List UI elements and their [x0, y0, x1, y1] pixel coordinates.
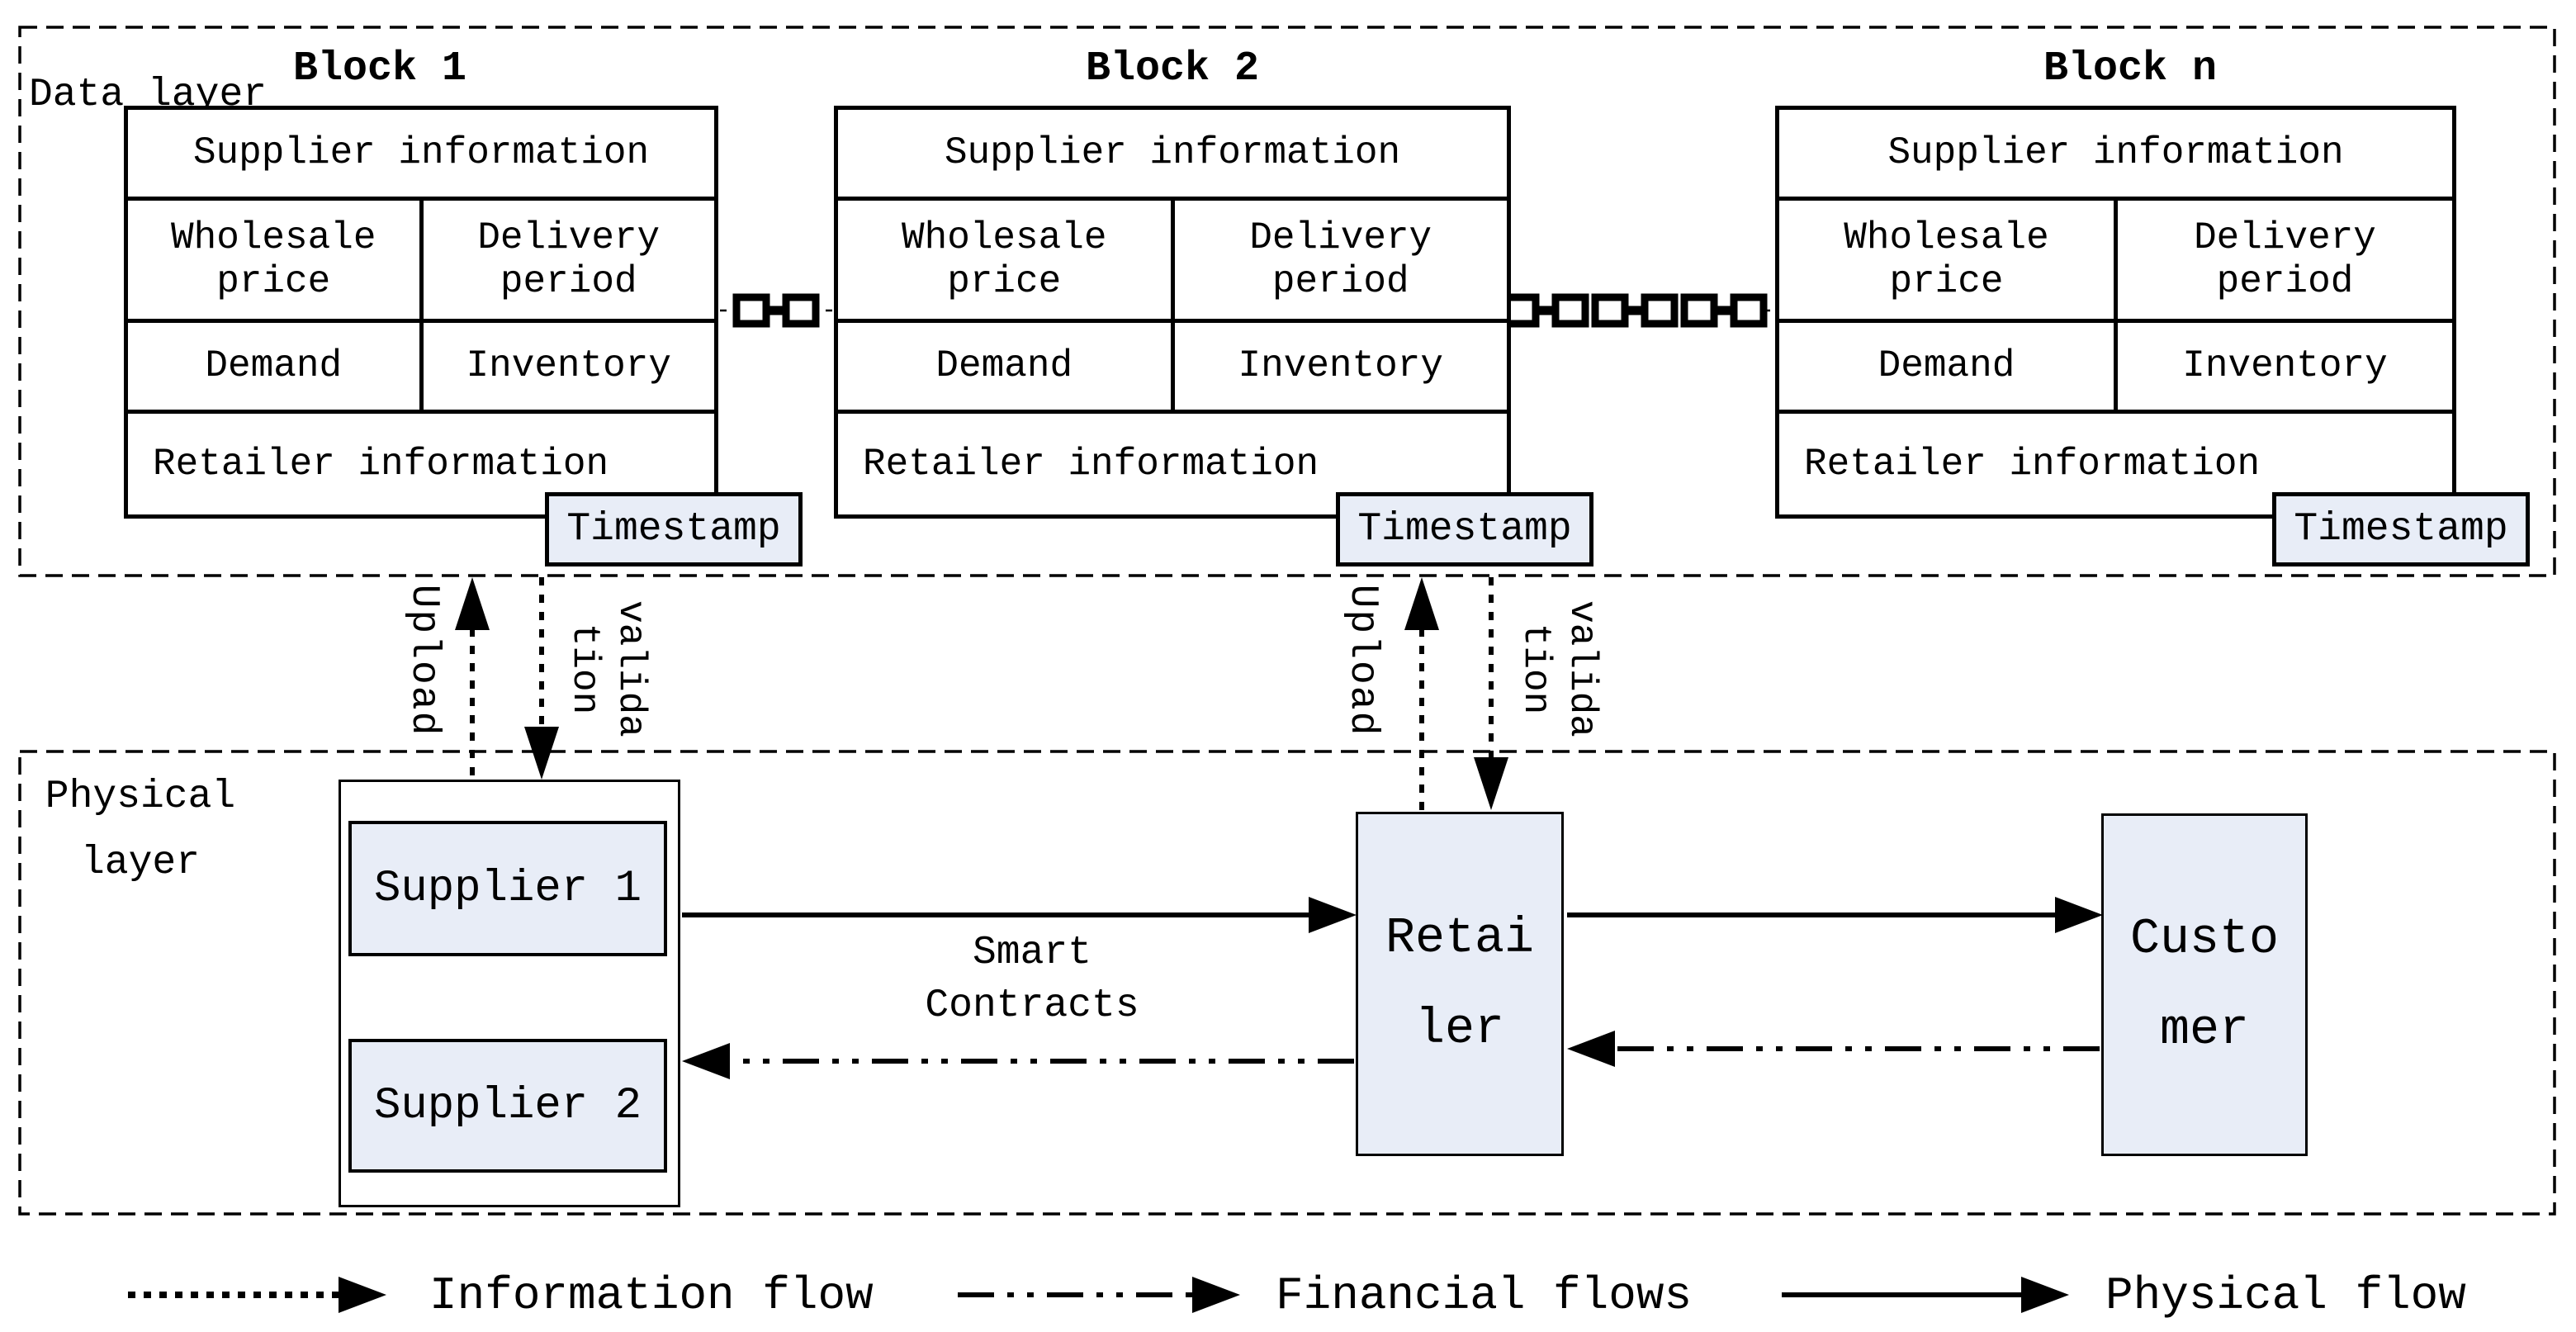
legend-physical-flow-arrow [1782, 1277, 2069, 1313]
chain-connector-1 [720, 293, 834, 328]
block-2-table: Supplier information Wholesale price Del… [834, 106, 1511, 519]
chain-link-icon [1591, 293, 1679, 328]
block-n-title: Block n [2043, 45, 2218, 92]
cell-inventory: Inventory [466, 344, 671, 387]
chain-connector-2 [1502, 293, 1773, 328]
upload-arrow-1 [455, 577, 490, 780]
cell-retailer-information: Retailer information [863, 442, 1319, 486]
customer-box: Custo mer [2101, 813, 2308, 1156]
timestamp-badge-2: Timestamp [1336, 492, 1593, 566]
upload-flow-label-2: Upload [1340, 584, 1385, 737]
physical-layer-label: Physical layer [45, 775, 236, 885]
cell-supplier-information: Supplier information [192, 131, 650, 174]
cell-wholesale-price: Wholesale price [128, 201, 424, 319]
cell-delivery-period: Delivery period [477, 216, 661, 303]
timestamp-badge-1: Timestamp [545, 492, 803, 566]
cell-retailer-information: Retailer information [1804, 442, 2261, 486]
legend-information-flow-label: Information flow [429, 1269, 874, 1322]
physical-layer-frame [18, 750, 2556, 1216]
block-1-table: Supplier information Wholesale price Del… [124, 106, 718, 519]
chain-link-icon [1680, 293, 1768, 328]
cell-demand: Demand [838, 323, 1175, 410]
cell-inventory: Inventory [1238, 344, 1443, 387]
upload-arrow-2 [1404, 577, 1439, 810]
physical-flow-arrow-supplier-retailer [682, 897, 1357, 933]
cell-wholesale-price: Wholesale price [1779, 201, 2118, 319]
chain-link-icon [732, 293, 820, 328]
cell-inventory: Inventory [2182, 344, 2388, 387]
legend-physical-flow-label: Physical flow [2105, 1269, 2466, 1322]
block-n-table: Supplier information Wholesale price Del… [1775, 106, 2456, 519]
physical-flow-arrow-retailer-customer [1567, 897, 2103, 933]
block-1-title: Block 1 [292, 45, 467, 92]
legend-information-flow-arrow [128, 1277, 386, 1313]
data-layer-frame [18, 26, 2556, 577]
cell-supplier-information: Supplier information [1887, 131, 2344, 174]
cell-delivery-period: Delivery period [1249, 216, 1432, 303]
cell-wholesale-price: Wholesale price [838, 201, 1175, 319]
supplier-1-box: Supplier 1 [348, 821, 667, 956]
validation-flow-label-1: valida tion [563, 600, 652, 737]
validation-flow-label-2: valida tion [1514, 600, 1603, 737]
chain-link-icon [1502, 293, 1589, 328]
validation-arrow-1 [524, 577, 559, 780]
cell-demand: Demand [128, 323, 424, 410]
financial-flow-arrow-customer-retailer [1567, 1031, 2100, 1067]
cell-demand: Demand [1779, 323, 2118, 410]
cell-retailer-information: Retailer information [153, 442, 609, 486]
block-2-title: Block 2 [1085, 45, 1260, 92]
cell-delivery-period: Delivery period [2194, 216, 2376, 303]
legend-financial-flows-arrow [958, 1277, 1240, 1313]
financial-flow-arrow-retailer-supplier [682, 1043, 1354, 1079]
timestamp-badge-n: Timestamp [2272, 492, 2530, 566]
legend-financial-flows-label: Financial flows [1276, 1269, 1693, 1322]
smart-contracts-label: Smart Contracts [925, 931, 1139, 1028]
validation-arrow-2 [1474, 577, 1508, 810]
supplier-2-box: Supplier 2 [348, 1039, 667, 1173]
upload-flow-label-1: Upload [401, 584, 446, 737]
retailer-box: Retai ler [1356, 812, 1564, 1156]
cell-supplier-information: Supplier information [944, 131, 1401, 174]
